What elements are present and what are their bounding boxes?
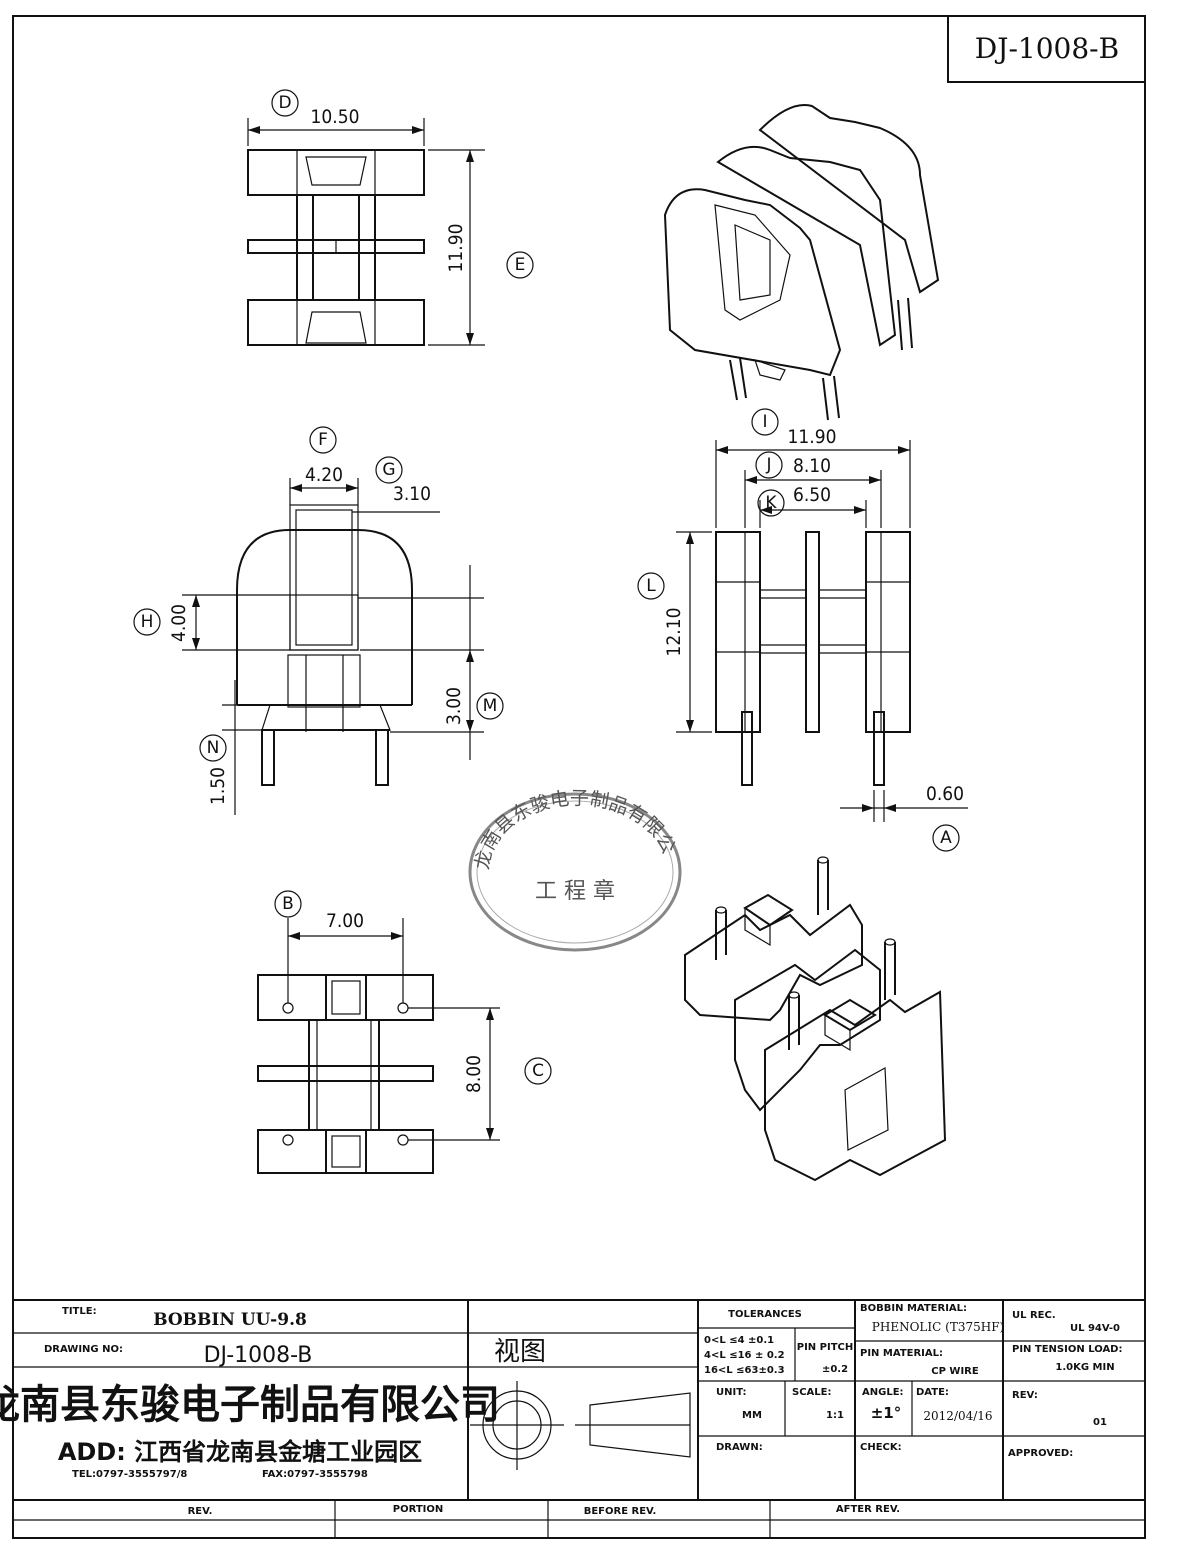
ul-rec-value: UL 94V-0 <box>1070 1323 1120 1334</box>
pin-material-label: PIN MATERIAL: <box>860 1348 943 1359</box>
label-F: F <box>318 430 328 450</box>
company-address: ADD: 江西省龙南县金塘工业园区 <box>58 1438 422 1466</box>
dim-I-value: 11.90 <box>788 426 837 448</box>
dim-A-value: 0.60 <box>926 783 964 805</box>
bottom-header-after: AFTER REV. <box>836 1504 900 1515</box>
svg-text:龙南县东骏电子制品有限公司: 龙南县东骏电子制品有限公司 <box>0 0 680 871</box>
unit-value: MM <box>742 1410 762 1421</box>
company-name: 龙南县东骏电子制品有限公司 <box>0 1382 500 1428</box>
bottom-view: 7.00 B 8.00 C <box>257 890 552 1174</box>
dim-E-value: 11.90 <box>445 224 467 273</box>
bottom-header-rev: REV. <box>188 1506 213 1517</box>
pin-tension-label: PIN TENSION LOAD: <box>1012 1344 1122 1355</box>
rev-label: REV: <box>1012 1390 1038 1401</box>
label-K: K <box>765 493 777 513</box>
drawing-no-label: DRAWING NO: <box>44 1344 123 1355</box>
label-A: A <box>940 828 952 848</box>
angle-value: ±1° <box>871 1404 902 1422</box>
date-label: DATE: <box>916 1387 949 1398</box>
pin-tension-value: 1.0KG MIN <box>1055 1362 1114 1373</box>
tol-row-2: 4<L ≤16 ± 0.2 <box>704 1350 785 1361</box>
bobbin-material-label: BOBBIN MATERIAL: <box>860 1303 967 1314</box>
dim-B-value: 7.00 <box>326 910 364 932</box>
label-M: M <box>483 696 498 716</box>
dim-M-value: 3.00 <box>443 687 465 725</box>
angle-label: ANGLE: <box>862 1387 904 1398</box>
tol-row-3: 16<L ≤63±0.3 <box>704 1365 785 1376</box>
dim-L-value: 12.10 <box>663 608 685 657</box>
dim-H-value: 4.00 <box>168 604 190 642</box>
approved-label: APPROVED: <box>1008 1448 1073 1459</box>
drawn-label: DRAWN: <box>716 1442 763 1453</box>
top-view: 10.50 D 11.90 E <box>247 89 534 346</box>
scale-value: 1:1 <box>826 1410 844 1421</box>
drawing-id-text: DJ-1008-B <box>975 32 1119 65</box>
projection-symbol <box>470 1381 691 1470</box>
label-C: C <box>532 1061 544 1081</box>
stamp-company: 龙南县东骏电子制品有限公司 <box>0 0 680 871</box>
pin-pitch-label: PIN PITCH <box>797 1342 853 1353</box>
scale-label: SCALE: <box>792 1387 831 1398</box>
ul-rec-label: UL REC. <box>1012 1310 1056 1321</box>
label-J: J <box>765 455 771 475</box>
company-fax: FAX:0797-3555798 <box>262 1469 368 1480</box>
label-E: E <box>515 255 526 275</box>
dim-C-value: 8.00 <box>463 1055 485 1093</box>
label-H: H <box>141 612 154 632</box>
check-label: CHECK: <box>860 1442 902 1453</box>
dim-K-value: 6.50 <box>793 484 831 506</box>
rev-value: 01 <box>1093 1417 1107 1428</box>
tolerances-label: TOLERANCES <box>728 1309 802 1320</box>
label-G: G <box>382 460 395 480</box>
dim-J-value: 8.10 <box>793 455 831 477</box>
title-block: TITLE: BOBBIN UU-9.8 DRAWING NO: DJ-1008… <box>0 1299 1145 1538</box>
unit-label: UNIT: <box>716 1387 746 1398</box>
iso-view-top <box>663 104 940 421</box>
dim-F-value: 4.20 <box>305 464 343 486</box>
bottom-header-portion: PORTION <box>393 1504 444 1515</box>
drawing-no-value: DJ-1008-B <box>204 1343 313 1368</box>
label-B: B <box>282 894 294 914</box>
label-I: I <box>762 412 767 432</box>
dim-D-value: 10.50 <box>311 106 360 128</box>
date-value: 2012/04/16 <box>923 1409 992 1423</box>
drawing-id-box <box>947 15 1146 83</box>
label-N: N <box>207 738 220 758</box>
pin-material-value: CP WIRE <box>931 1366 979 1377</box>
label-L: L <box>646 576 656 596</box>
company-tel: TEL:0797-3555797/8 <box>72 1469 187 1480</box>
front-view: 4.20 F 3.10 G 4.00 H 3.00 M 1.50 N <box>133 426 504 815</box>
bobbin-material-value: PHENOLIC (T375HF) <box>872 1320 1004 1334</box>
title-value: BOBBIN UU-9.8 <box>153 1310 307 1330</box>
dim-N-value: 1.50 <box>207 767 229 805</box>
bottom-header-before: BEFORE REV. <box>584 1506 657 1517</box>
tol-row-1: 0<L ≤4 ±0.1 <box>704 1335 774 1346</box>
side-view: 11.90 I 8.10 J 6.50 K 12.10 L <box>637 408 968 852</box>
label-D: D <box>278 93 291 113</box>
pin-pitch-value: ±0.2 <box>822 1364 848 1375</box>
sheet-border <box>12 15 1146 1539</box>
title-label: TITLE: <box>62 1306 97 1317</box>
stamp-title: 工 程 章 <box>535 879 615 904</box>
view-label: 视图 <box>494 1337 546 1367</box>
iso-view-bottom <box>684 856 947 1182</box>
dim-G-value: 3.10 <box>393 483 431 505</box>
